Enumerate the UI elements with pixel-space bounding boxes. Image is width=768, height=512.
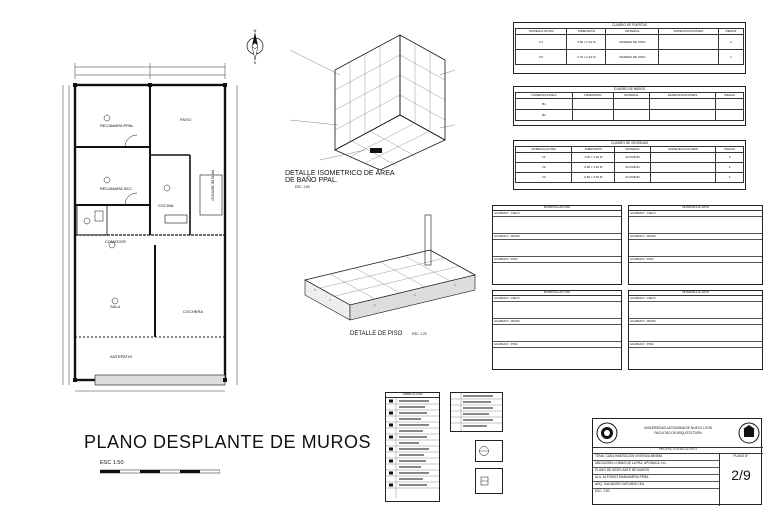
level-marker-icon — [480, 476, 489, 486]
plan-scale: ESC 1:50 — [100, 460, 124, 466]
plan-title: PLANO DESPLANTE DE MUROS — [84, 432, 372, 452]
section-symbol-box — [475, 440, 503, 462]
university-name: UNIVERSIDAD AUTONOMA DE NUEVO LEON — [644, 426, 712, 430]
symbology-rows — [386, 397, 439, 498]
university-seal-icon — [596, 422, 618, 444]
elevation-symbol-box — [475, 468, 503, 494]
north-label: N — [254, 28, 257, 33]
student-name: ALU. ALFONSO MANZANERA PEÑA — [595, 475, 649, 479]
sheet-number: 2/9 — [731, 467, 751, 483]
course-name: PROYECTO EJECUTIVO I — [658, 447, 698, 451]
room-label-porch: ANTEPATIO — [110, 354, 133, 359]
material-key-rows — [451, 393, 502, 431]
floor-detail-scale: ESC. 1:20 — [412, 332, 427, 336]
sheet-label: PLANO N° — [733, 454, 749, 458]
south-label: S — [254, 60, 257, 64]
iso-detail-scale: ESC. 1:50 — [295, 185, 310, 189]
iso-bath-detail — [289, 34, 456, 170]
graphic-scale-bar — [100, 469, 220, 474]
symbology-title: SIMBOLOGIA — [386, 392, 439, 398]
teacher-name: ARQ. SALVADOR GUEVARA CEA — [595, 482, 645, 486]
sheet-name: PLANO DE DESPLANTE DE MUROS — [595, 468, 650, 472]
room-label-patio: PATIO — [180, 117, 192, 122]
project-location: UBICACIÓN: LOMAS DE LA PAZ, APODACA, N.L… — [595, 461, 668, 465]
room-label-bed-sec: RECAMARA SEC. — [100, 186, 133, 191]
room-label-dining: COMEDOR — [105, 239, 126, 244]
windows-schedule-title: CUADRO DE VENTANAS — [611, 141, 648, 145]
iso-detail-title: DETALLE ISOMETRICO DE ÁREA DE BAÑO PPAL. — [285, 170, 395, 185]
section-marker-icon — [479, 446, 489, 456]
project-theme: TEMA: CASA HABITACIÓN VIVIENDA MINIMA — [595, 454, 663, 458]
room-label-garage: COCHERA — [183, 309, 204, 314]
north-arrow-icon: N S — [246, 28, 264, 64]
title-block: UNIVERSIDAD AUTONOMA DE NUEVO LEON FACUL… — [592, 418, 763, 506]
faculty-name: FACULTAD DE ARQUITECTURA — [654, 431, 702, 435]
room-label-laundry: PATIO DE SERVICIO — [210, 170, 215, 201]
symbology-box: SIMBOLOGIA — [385, 392, 440, 502]
faculty-seal-icon — [738, 422, 760, 444]
floor-plan — [62, 63, 238, 392]
room-label-kitchen: COCINA — [158, 203, 174, 208]
doors-schedule-title: CUADRO DE PUERTAS — [612, 23, 647, 27]
tub-schedule-title: CUADRO DE BAÑOS — [613, 87, 646, 91]
room-label-living: SALA — [110, 304, 121, 309]
material-key-box — [450, 392, 503, 432]
title-block-scale: ESC. 1:50 — [595, 489, 610, 493]
floor-detail — [303, 214, 477, 321]
floor-detail-title: DETALLE DE PISO — [350, 331, 403, 337]
room-label-bed-main: RECAMARA PPAL. — [100, 123, 135, 128]
